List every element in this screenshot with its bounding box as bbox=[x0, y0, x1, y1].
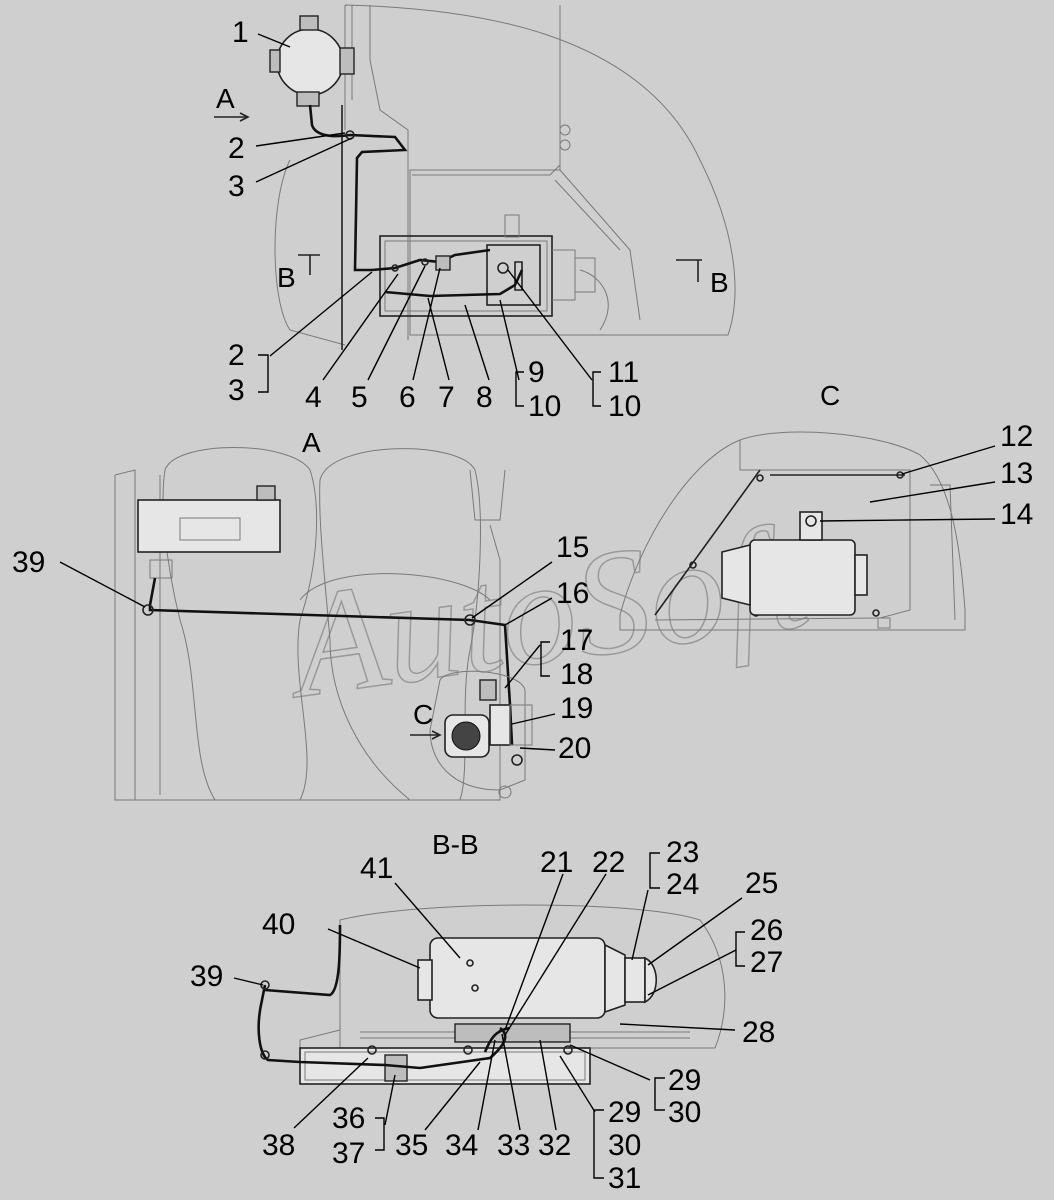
callout-36: 36 bbox=[332, 1102, 365, 1135]
callout-38: 38 bbox=[262, 1129, 295, 1162]
callout-3: 3 bbox=[228, 374, 245, 407]
heater-plate bbox=[379, 235, 553, 317]
callout-29: 29 bbox=[608, 1096, 641, 1129]
callout-28: 28 bbox=[742, 1016, 775, 1049]
section-label-b-right: B bbox=[710, 267, 729, 298]
fuel-tank-top bbox=[269, 15, 355, 107]
callout-2: 2 bbox=[228, 132, 245, 165]
callout-23: 23 bbox=[666, 836, 699, 869]
callout-20: 20 bbox=[558, 732, 591, 765]
callout-34: 34 bbox=[445, 1129, 478, 1162]
callout-29: 29 bbox=[668, 1064, 701, 1097]
callout-8: 8 bbox=[476, 381, 493, 414]
callout-2: 2 bbox=[228, 339, 245, 372]
callout-1: 1 bbox=[232, 16, 249, 49]
callout-41: 41 bbox=[360, 852, 393, 885]
heater-body-section bbox=[429, 937, 606, 1019]
callout-35: 35 bbox=[395, 1129, 428, 1162]
callout-16: 16 bbox=[556, 577, 589, 610]
top-view-leaders bbox=[255, 33, 601, 407]
callout-3: 3 bbox=[228, 170, 245, 203]
callout-26: 26 bbox=[750, 914, 783, 947]
callout-10: 10 bbox=[608, 390, 641, 423]
callout-6: 6 bbox=[399, 381, 416, 414]
callout-7: 7 bbox=[438, 381, 455, 414]
callout-27: 27 bbox=[750, 946, 783, 979]
callout-24: 24 bbox=[666, 868, 699, 901]
heater-body-view-c bbox=[749, 539, 856, 616]
watermark: AutoSoft bbox=[274, 492, 821, 730]
callout-30: 30 bbox=[608, 1129, 641, 1162]
callout-37: 37 bbox=[332, 1137, 365, 1170]
callout-22: 22 bbox=[592, 846, 625, 879]
top-view bbox=[214, 4, 736, 350]
view-label-c: C bbox=[820, 380, 840, 411]
callout-21: 21 bbox=[540, 846, 573, 879]
callout-40: 40 bbox=[262, 908, 295, 941]
section-bb-leaders bbox=[233, 852, 745, 1179]
callout-11: 11 bbox=[608, 356, 639, 389]
callout-30: 30 bbox=[668, 1096, 701, 1129]
callout-12: 12 bbox=[1000, 420, 1033, 453]
view-a-leaders bbox=[59, 561, 556, 751]
view-label-a: A bbox=[302, 427, 321, 458]
callout-10: 10 bbox=[528, 390, 561, 423]
view-label-a-arrow: A bbox=[216, 83, 235, 114]
section-label-b-left: B bbox=[277, 262, 296, 293]
view-arrow-label-c: C bbox=[413, 699, 433, 730]
view-c-leaders bbox=[819, 445, 996, 522]
callout-19: 19 bbox=[560, 692, 593, 725]
callout-14: 14 bbox=[1000, 498, 1033, 531]
callout-32: 32 bbox=[538, 1129, 571, 1162]
view-c bbox=[619, 431, 966, 631]
callout-31: 31 bbox=[608, 1162, 641, 1195]
callout-9: 9 bbox=[528, 356, 545, 389]
callout-18: 18 bbox=[560, 658, 593, 691]
callout-17: 17 bbox=[560, 624, 593, 657]
view-a bbox=[114, 447, 533, 801]
callout-33: 33 bbox=[497, 1129, 530, 1162]
tank-view-a bbox=[137, 499, 281, 553]
callout-13: 13 bbox=[1000, 457, 1033, 490]
callout-39: 39 bbox=[190, 960, 223, 993]
callout-5: 5 bbox=[351, 381, 368, 414]
callout-15: 15 bbox=[556, 531, 589, 564]
callout-4: 4 bbox=[305, 381, 322, 414]
callout-39: 39 bbox=[12, 546, 45, 579]
section-bb bbox=[257, 904, 726, 1085]
callout-25: 25 bbox=[745, 867, 778, 900]
section-label-bb: B-B bbox=[432, 829, 479, 860]
